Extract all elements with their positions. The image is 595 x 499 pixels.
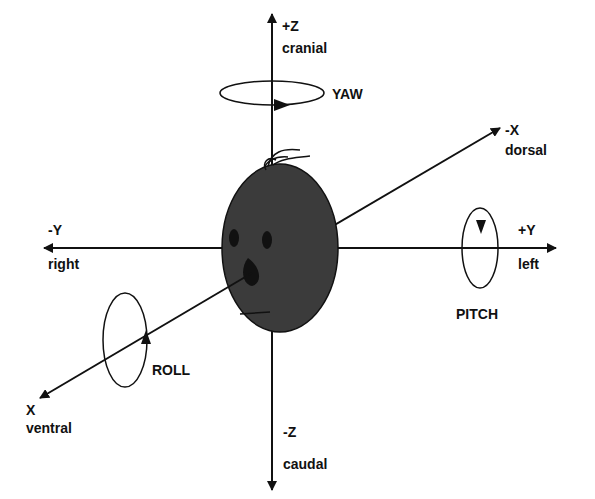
axis-label: right (48, 256, 79, 272)
roll-arrowhead (141, 330, 151, 344)
yaw-arrowhead (274, 99, 290, 111)
axis-label: PITCH (456, 306, 498, 322)
axis-label: YAW (332, 86, 363, 102)
roll-ring (103, 293, 147, 387)
axis-label: ventral (26, 420, 72, 436)
axis-label: -X (505, 122, 519, 138)
head-figure (222, 164, 338, 332)
axis-label: cranial (282, 40, 327, 56)
axis-label: +Y (518, 222, 536, 238)
axis-label: caudal (283, 456, 327, 472)
axis-label: dorsal (505, 142, 547, 158)
eye-left (262, 231, 272, 249)
pitch-ring (462, 208, 498, 288)
axis-label: X (26, 402, 35, 418)
axis-label: left (518, 256, 539, 272)
axis-label: -Y (48, 222, 62, 238)
eye-right (229, 229, 239, 247)
x-axis-ventral (40, 273, 252, 398)
axis-label: ROLL (152, 362, 190, 378)
axis-label: +Z (282, 18, 299, 34)
hair-strands (264, 150, 310, 170)
mouth (240, 312, 270, 314)
axis-label: -Z (283, 424, 296, 440)
pitch-arrowhead (476, 220, 486, 234)
nose (243, 258, 259, 286)
yaw-ring (220, 81, 324, 105)
